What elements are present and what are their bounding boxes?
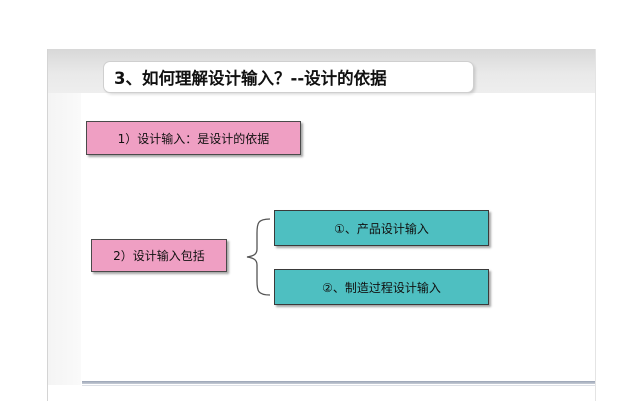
- product-design-input-label: ①、产品设计输入: [334, 221, 429, 236]
- design-input-definition-box: 1）设计输入：是设计的依据: [86, 121, 301, 155]
- slide-title: 3、如何理解设计输入？--设计的依据: [114, 69, 387, 88]
- slide: 3、如何理解设计输入？--设计的依据 1）设计输入：是设计的依据 2）设计输入包…: [47, 49, 596, 401]
- design-input-definition-label: 1）设计输入：是设计的依据: [117, 131, 270, 146]
- footer-line-shadow: [82, 385, 595, 386]
- left-strip: [48, 93, 81, 385]
- title-bar: 3、如何理解设计输入？--设计的依据: [104, 62, 473, 92]
- design-input-includes-box: 2）设计输入包括: [91, 239, 227, 272]
- design-input-includes-label: 2）设计输入包括: [113, 249, 205, 263]
- product-design-input-box: ①、产品设计输入: [274, 210, 489, 246]
- curly-brace: [246, 218, 271, 296]
- process-design-input-label: ②、制造过程设计输入: [322, 280, 441, 295]
- footer-line: [82, 381, 595, 384]
- process-design-input-box: ②、制造过程设计输入: [274, 269, 489, 305]
